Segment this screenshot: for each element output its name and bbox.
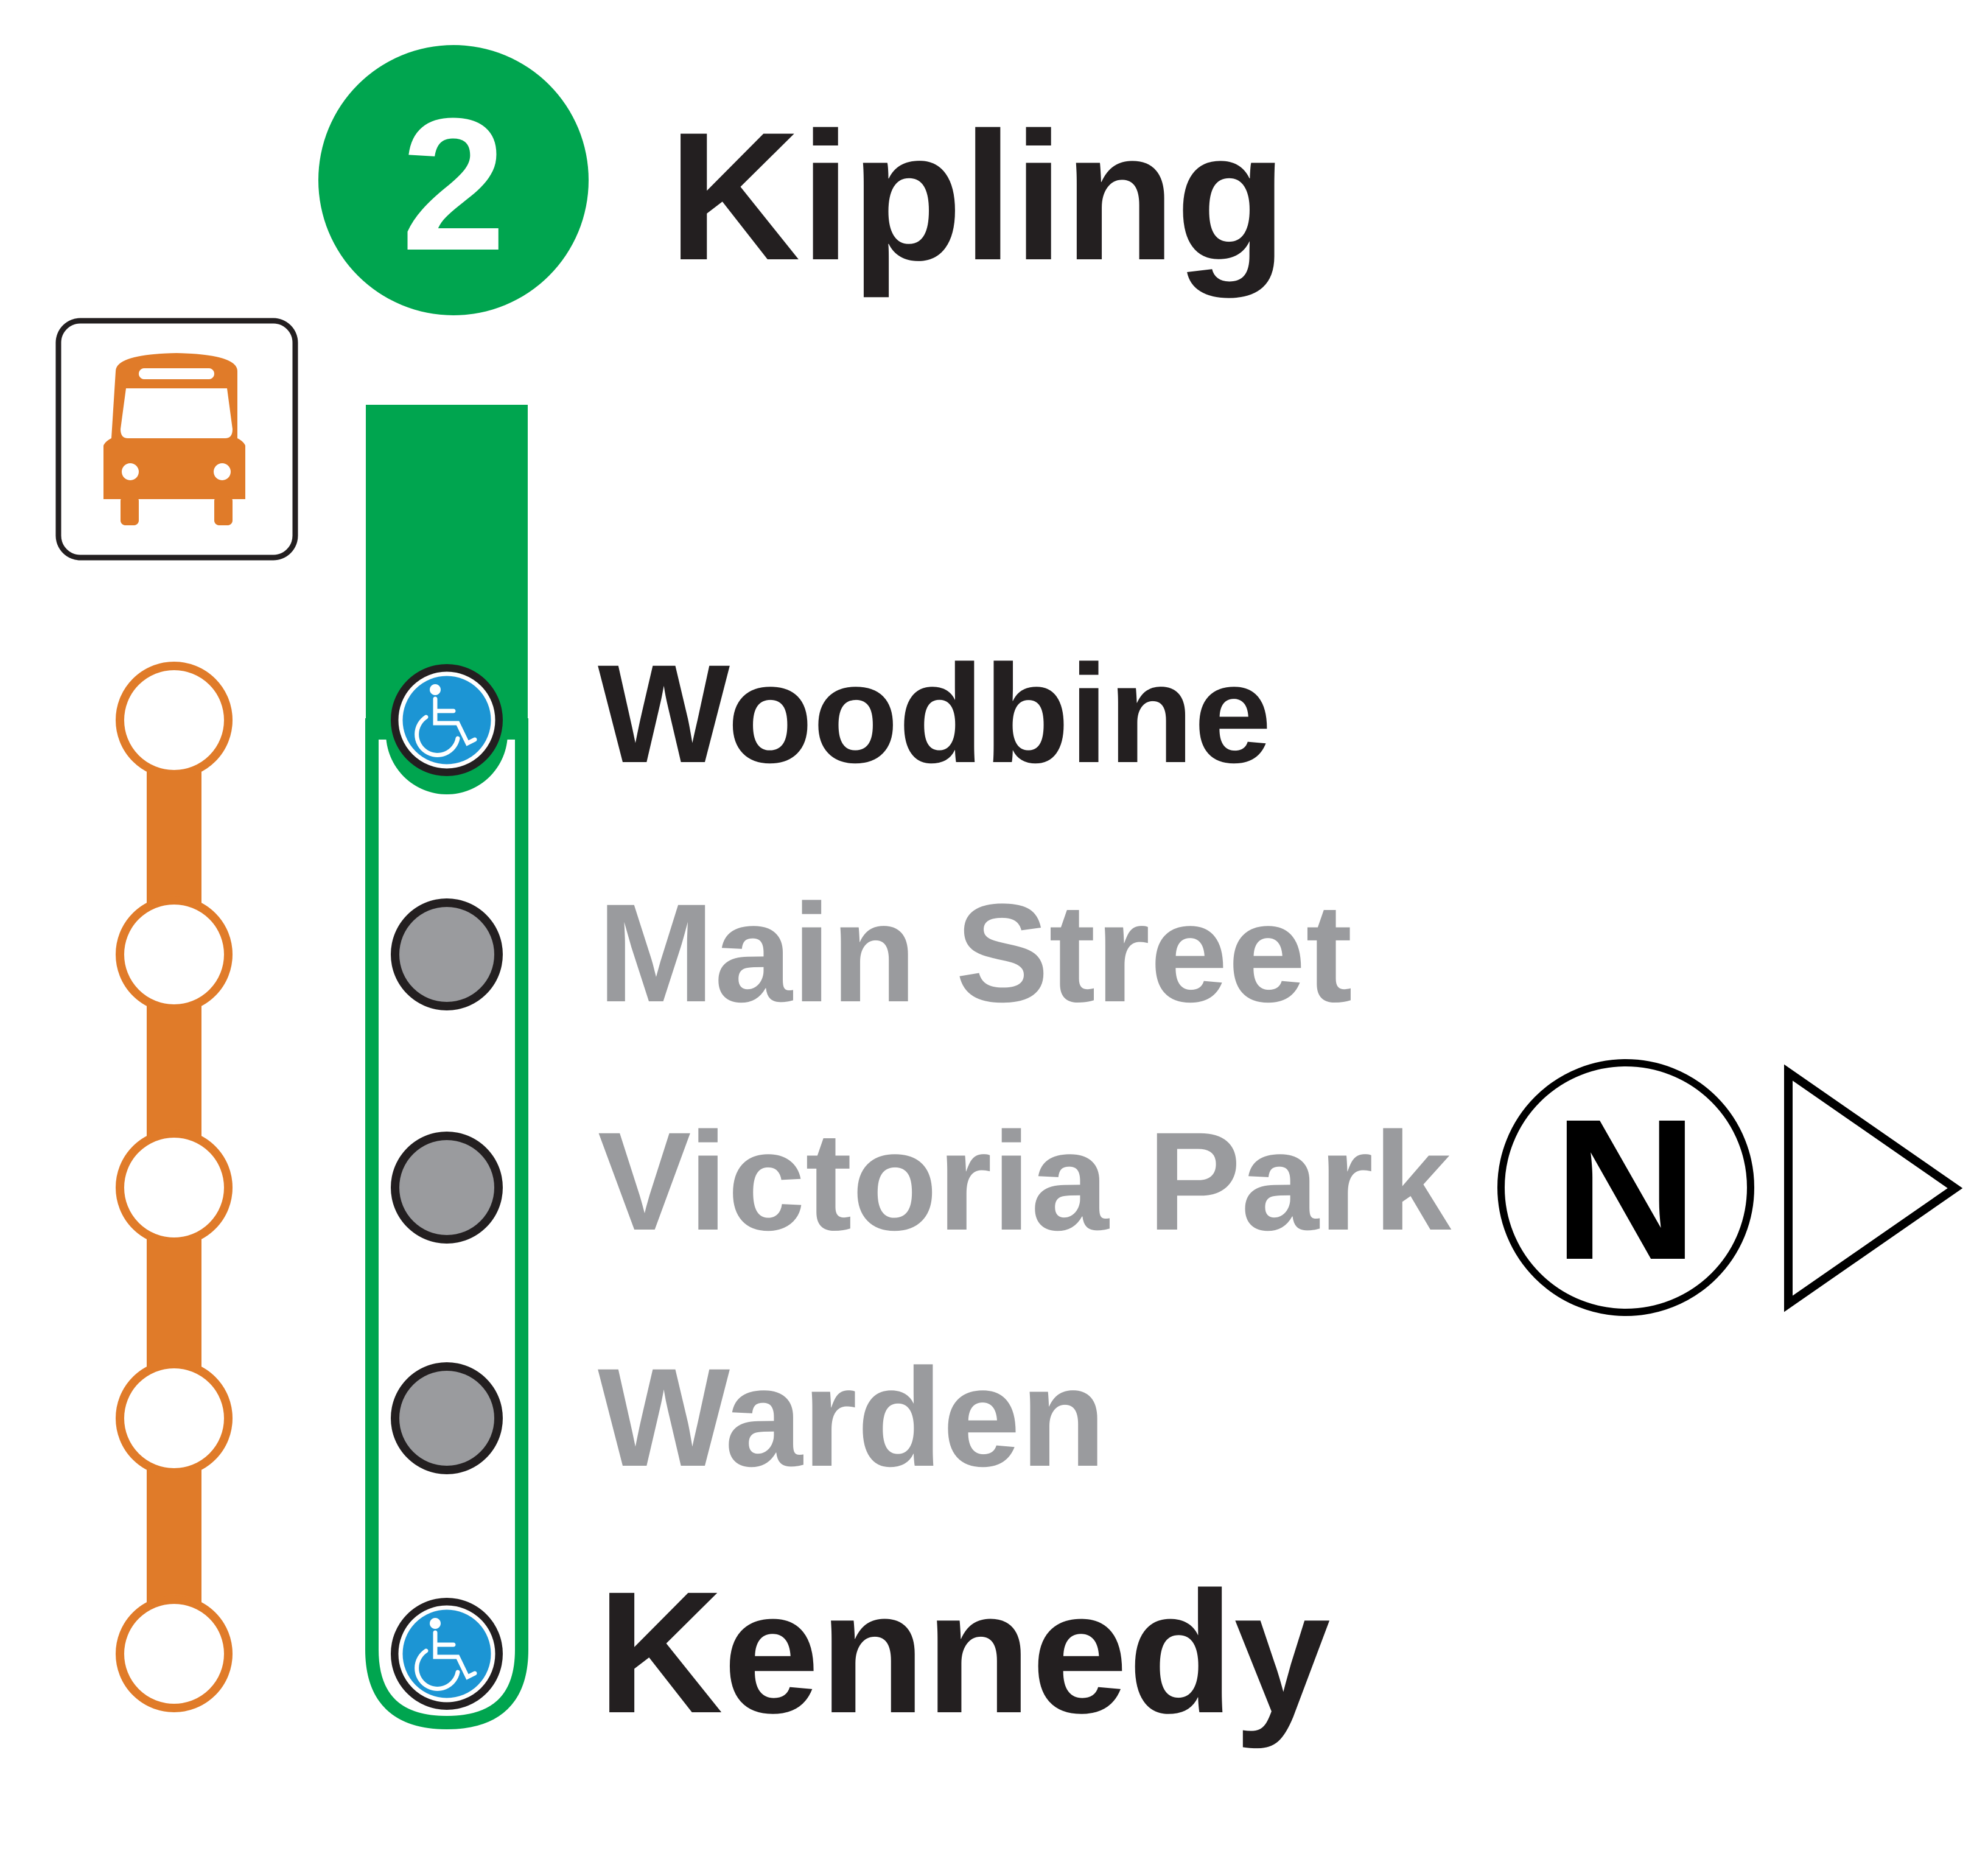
station-dot xyxy=(391,1132,503,1244)
direction-letter: N xyxy=(1553,1077,1698,1301)
bus-stop-circle xyxy=(116,1129,233,1246)
bus-stops xyxy=(116,662,233,1712)
subway-line-track xyxy=(365,405,528,1730)
station-dot xyxy=(391,1362,503,1474)
station-label-kennedy: Kennedy xyxy=(598,1556,1331,1750)
bus-stop-circle xyxy=(116,1595,233,1712)
station-label-main-street: Main Street xyxy=(598,875,1353,1031)
station-label-woodbine: Woodbine xyxy=(598,635,1272,792)
wheelchair-icon xyxy=(415,1618,477,1691)
route-badge-circle xyxy=(318,45,589,315)
station-dot xyxy=(391,1598,503,1710)
bus-stop-circle xyxy=(116,896,233,1013)
station-dot xyxy=(391,664,503,776)
wheelchair-icon xyxy=(415,684,477,757)
right-triangle-icon xyxy=(1784,1064,1963,1312)
station-dots xyxy=(391,664,503,1710)
bus-icon xyxy=(55,318,298,561)
direction-indicator: N xyxy=(1497,1059,1963,1316)
route-badge: 2 xyxy=(318,45,589,315)
station-label-warden: Warden xyxy=(598,1339,1106,1496)
route-destination: Kipling xyxy=(668,94,1287,299)
station-label-victoria-park: Victoria Park xyxy=(598,1103,1452,1259)
bus-route-line xyxy=(116,662,233,1712)
bus-stop-circle xyxy=(116,662,233,779)
station-dot xyxy=(391,898,503,1010)
route-number: 2 xyxy=(401,79,506,290)
bus-stop-circle xyxy=(116,1360,233,1477)
direction-circle xyxy=(1497,1059,1754,1316)
